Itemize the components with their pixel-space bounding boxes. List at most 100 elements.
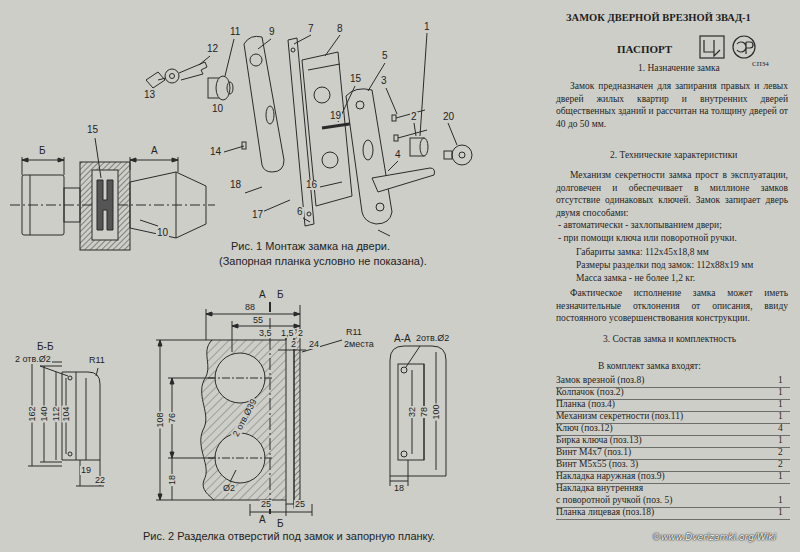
- quantity-cell: 1: [778, 472, 783, 482]
- lock-section-view-part: [130, 160, 178, 161]
- section-b-b-part: [40, 366, 62, 367]
- exploded-lock-view-part: [420, 138, 428, 156]
- certification-marks: [700, 36, 755, 58]
- exploded-lock-view-part: [386, 88, 397, 114]
- section-mark: Б: [276, 290, 285, 300]
- lock-section-view-part: [95, 138, 101, 178]
- watermark: ©www.Dverizamki.org/Wiki: [652, 533, 776, 542]
- cutout-drawing-part: [232, 326, 300, 327]
- callout-number: 19: [329, 111, 342, 121]
- figure-caption: Рис. 1 Монтаж замка на двери.: [230, 241, 391, 252]
- exploded-lock-view-part: [420, 33, 427, 136]
- dimension: 108: [156, 411, 165, 428]
- lock-section-view-part: [22, 157, 23, 175]
- cutout-drawing: [156, 302, 342, 516]
- dimension: 19: [80, 466, 92, 475]
- table-cell: Накладка внутренняя: [556, 484, 643, 494]
- table-cell: Замок врезной (поз.8): [556, 376, 644, 386]
- dimension: 2: [290, 340, 297, 349]
- table-cell: Планка (поз.4): [556, 400, 615, 410]
- section-a-a-part: [401, 367, 407, 373]
- exploded-lock-view-part: [346, 89, 392, 224]
- dimension: 100: [432, 403, 441, 420]
- cutout-drawing-part: [269, 302, 271, 312]
- section-a-a-part: [390, 476, 391, 486]
- table-cell: Накладка наружная (поз.9): [556, 472, 665, 482]
- cutout-drawing-part: [230, 470, 236, 482]
- cutout-drawing-part: [168, 458, 214, 459]
- section-a-a-part: [390, 346, 446, 476]
- dimension: 1,5: [280, 329, 295, 338]
- section-b-b-part: [68, 376, 72, 380]
- section-b-b-part: [68, 452, 72, 456]
- section-mark: А: [258, 515, 267, 525]
- dimension: 2места: [343, 340, 375, 349]
- certification-marks-part: [737, 42, 753, 54]
- document-title: ЗАМОК ДВЕРНОЙ ВРЕЗНОЙ ЗВАД-1: [566, 13, 751, 24]
- exploded-lock-view-part: [356, 101, 364, 109]
- list-item: Размеры разделки под замок: 112х88х19 мм: [576, 261, 753, 271]
- dimension: 32: [408, 406, 417, 418]
- dimension: 18: [168, 474, 177, 486]
- callout-number: 10: [156, 228, 169, 238]
- lock-section-view-part: [140, 220, 158, 226]
- section-heading: 3. Состав замка и комплектность: [603, 335, 736, 345]
- dimension: 18: [393, 484, 405, 493]
- quantity-cell: 1: [778, 508, 783, 518]
- exploded-lock-view-part: [245, 187, 262, 193]
- callout-number: 17: [251, 210, 264, 220]
- exploded-lock-view-part: [250, 54, 262, 66]
- exploded-lock-view-part: [452, 145, 472, 165]
- table-cell: Винт М4х7 (поз.1): [556, 448, 631, 458]
- section-b-b-part: [40, 366, 68, 376]
- section-mark: А: [150, 146, 159, 156]
- section-b-b-part: [40, 462, 62, 463]
- quantity-cell: 1: [778, 400, 783, 410]
- cutout-drawing-part: [300, 305, 301, 330]
- lock-section-view-part: [80, 162, 130, 250]
- callout-number: 16: [305, 180, 318, 190]
- callout-number: 8: [336, 24, 344, 34]
- exploded-lock-view-part: [225, 39, 234, 76]
- certification-marks-part: [700, 36, 724, 58]
- exploded-lock-view-part: [376, 203, 384, 211]
- dimension: 2 отв.Ø2: [14, 355, 52, 364]
- exploded-lock-view-part: [444, 151, 452, 159]
- exploded-lock-view-part: [394, 135, 398, 141]
- dimension: 25: [260, 500, 272, 509]
- lock-section-view-part: [97, 180, 113, 230]
- cutout-drawing-part: [286, 334, 294, 504]
- exploded-lock-view-part: [199, 56, 210, 65]
- quantity-cell: 2: [778, 448, 783, 458]
- exploded-lock-view-part: [388, 161, 398, 171]
- section-b-b: [28, 362, 104, 486]
- section-b-b-part: [86, 378, 87, 460]
- dimension: 112: [52, 406, 61, 422]
- exploded-lock-view-part: [372, 168, 435, 192]
- section-a-a-part: [390, 481, 408, 482]
- lock-section-view-part: [178, 157, 179, 172]
- callout-number: 20: [442, 112, 455, 122]
- exploded-lock-view-part: [227, 82, 233, 94]
- section-a-a-part: [408, 460, 409, 486]
- callout-number: 14: [209, 147, 222, 157]
- dimension: 25: [294, 500, 306, 509]
- dimension: 2отв.Ø2: [415, 334, 450, 343]
- cert-mark: СП34: [752, 61, 769, 68]
- exploded-lock-view-part: [224, 146, 244, 152]
- exploded-lock-view-part: [308, 64, 340, 70]
- exploded-lock-view-part: [146, 72, 165, 88]
- exploded-lock-view-part: [165, 69, 179, 83]
- paragraph: В комплект замка входят:: [598, 362, 701, 372]
- lock-section-view-part: [64, 188, 80, 222]
- section-b-b-part: [76, 486, 104, 487]
- exploded-lock-view-part: [325, 35, 340, 56]
- table-rules-part: [556, 519, 790, 520]
- figure-caption: Рис. 2 Разделка отверстий под замок и за…: [142, 531, 436, 542]
- quantity-cell: 4: [778, 424, 783, 434]
- dimension: 3,5: [258, 329, 273, 338]
- quantity-cell: 1: [778, 388, 783, 398]
- dimension: Ø2: [222, 484, 236, 493]
- callout-number: 7: [307, 24, 315, 34]
